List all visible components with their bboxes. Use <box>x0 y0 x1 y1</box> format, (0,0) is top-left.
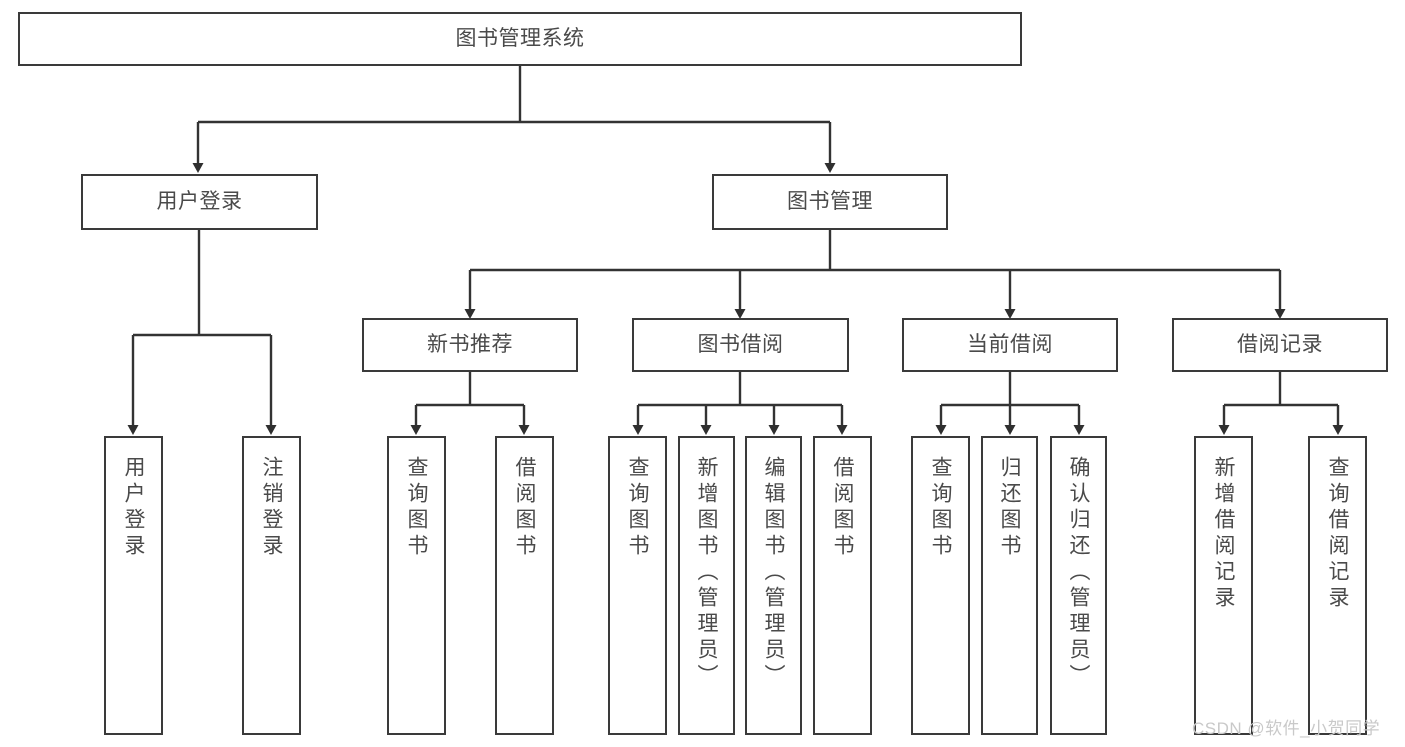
node-label: 借阅图书 <box>831 456 854 560</box>
leaf-current-return-book[interactable]: 归还图书 <box>981 436 1038 735</box>
node-user-login[interactable]: 用户登录 <box>81 174 318 230</box>
leaf-borrow-query-book[interactable]: 查询图书 <box>608 436 667 735</box>
node-borrow-record[interactable]: 借阅记录 <box>1172 318 1388 372</box>
node-label: 查询借阅记录 <box>1326 456 1349 612</box>
leaf-user-login-login[interactable]: 用户登录 <box>104 436 163 735</box>
node-label: 图书管理系统 <box>455 26 585 50</box>
node-root-system[interactable]: 图书管理系统 <box>18 12 1022 66</box>
leaf-new-book-query[interactable]: 查询图书 <box>387 436 446 735</box>
node-label: 当前借阅 <box>967 332 1053 356</box>
leaf-current-confirm-return-admin[interactable]: 确认归还（管理员） <box>1050 436 1107 735</box>
leaf-borrow-borrow-book[interactable]: 借阅图书 <box>813 436 872 735</box>
node-label: 编辑图书（管理员） <box>762 456 785 690</box>
node-label: 借阅记录 <box>1237 332 1323 356</box>
node-label: 归还图书 <box>998 456 1021 560</box>
node-label: 查询图书 <box>626 456 649 560</box>
node-label: 新书推荐 <box>427 332 513 356</box>
node-label: 新增借阅记录 <box>1212 456 1235 612</box>
leaf-record-query-record[interactable]: 查询借阅记录 <box>1308 436 1367 735</box>
node-label: 查询图书 <box>929 456 952 560</box>
leaf-record-add-record[interactable]: 新增借阅记录 <box>1194 436 1253 735</box>
csdn-watermark: CSDN @软件_小贺同学 <box>1192 719 1381 738</box>
node-label: 图书管理 <box>787 189 873 213</box>
node-label: 用户登录 <box>156 189 243 213</box>
node-label: 新增图书（管理员） <box>695 456 718 690</box>
node-label: 查询图书 <box>405 456 428 560</box>
leaf-user-login-logout[interactable]: 注销登录 <box>242 436 301 735</box>
node-label: 图书借阅 <box>697 332 784 356</box>
node-book-management[interactable]: 图书管理 <box>712 174 948 230</box>
node-label: 用户登录 <box>122 456 145 560</box>
leaf-new-book-borrow[interactable]: 借阅图书 <box>495 436 554 735</box>
node-label: 借阅图书 <box>513 456 536 560</box>
node-current-borrow[interactable]: 当前借阅 <box>902 318 1118 372</box>
node-label: 确认归还（管理员） <box>1067 456 1090 690</box>
node-book-borrow[interactable]: 图书借阅 <box>632 318 849 372</box>
leaf-current-query-book[interactable]: 查询图书 <box>911 436 970 735</box>
leaf-borrow-edit-book-admin[interactable]: 编辑图书（管理员） <box>745 436 802 735</box>
leaf-borrow-add-book-admin[interactable]: 新增图书（管理员） <box>678 436 735 735</box>
node-new-book-recommend[interactable]: 新书推荐 <box>362 318 578 372</box>
node-label: 注销登录 <box>260 456 283 560</box>
